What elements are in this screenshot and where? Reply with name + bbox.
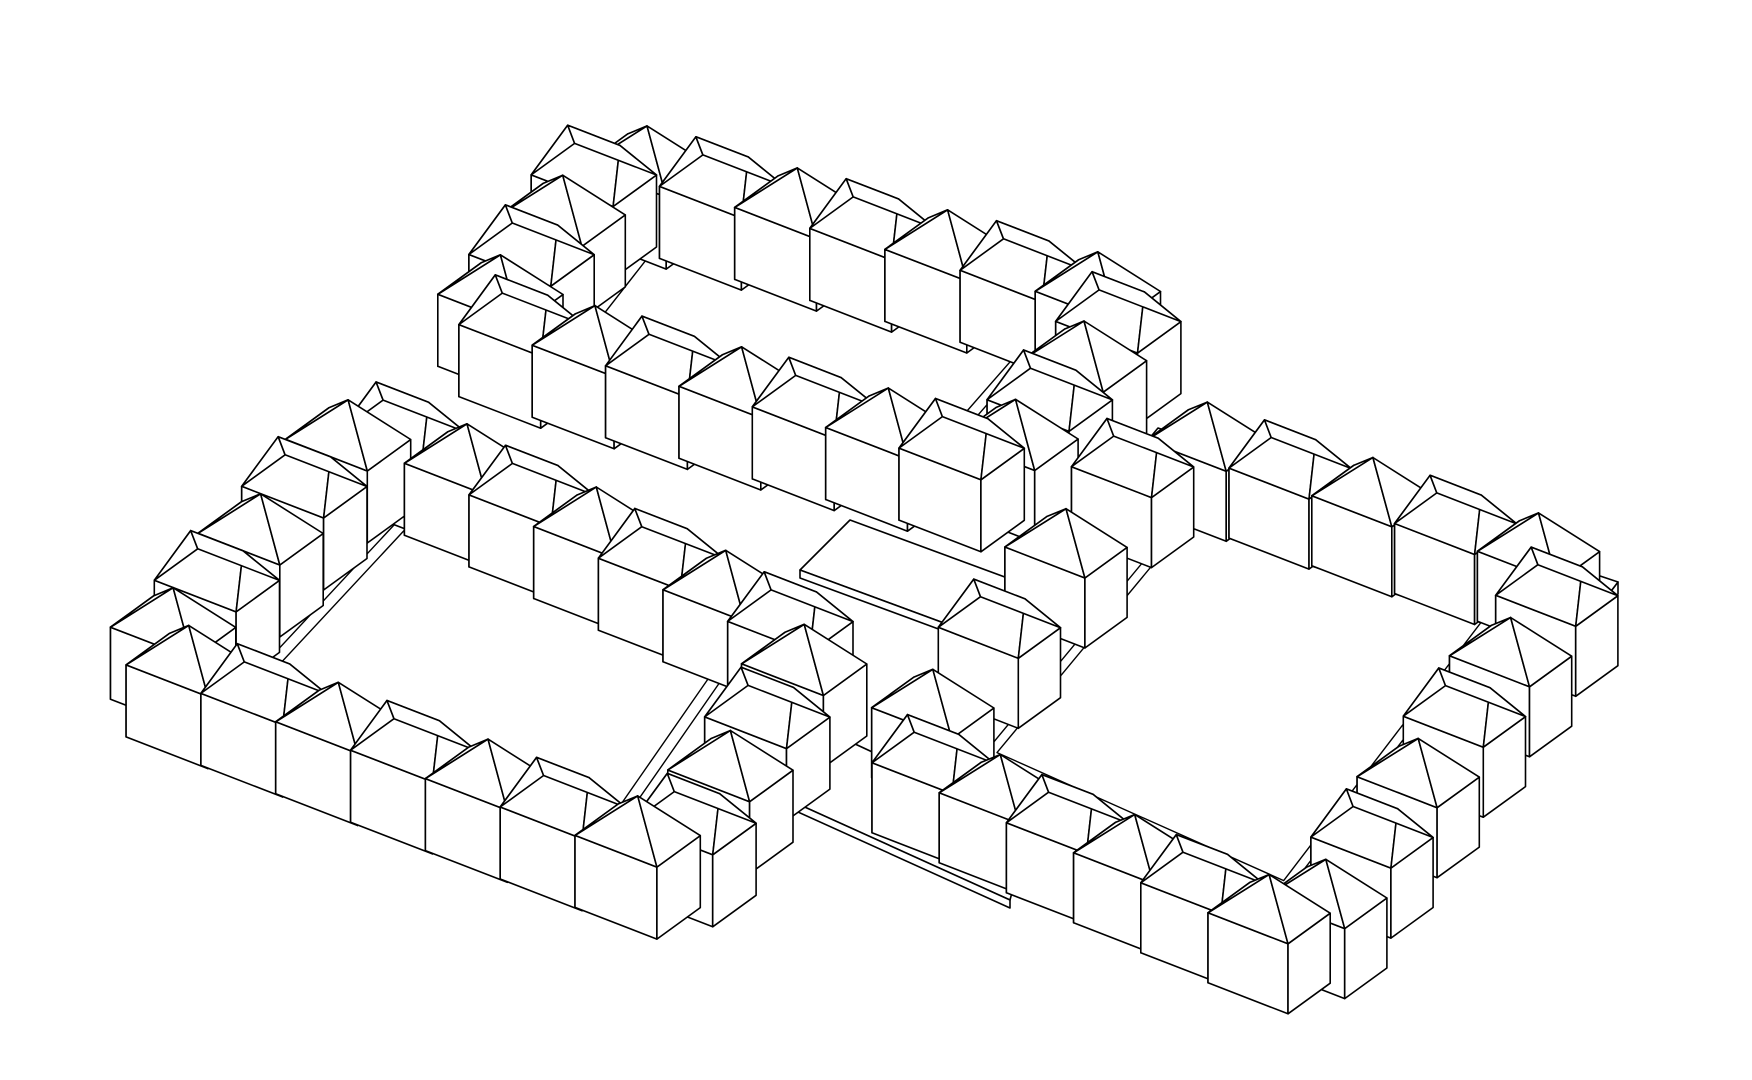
north-house-18-roof-back	[641, 315, 732, 367]
east-house-1-roof-left	[870, 668, 934, 709]
east-house-3-roof-left	[1004, 507, 1067, 548]
west-house-5-roof-right	[347, 398, 412, 472]
north-house-4-roof-back	[566, 124, 658, 176]
east-house-4-roof-back	[1106, 417, 1195, 468]
west-house-12-roof-back	[763, 570, 854, 623]
north-house-11-roof-left	[1034, 251, 1099, 293]
west-house-21-roof-left	[424, 738, 489, 780]
east-house-8-roof-back	[1429, 474, 1518, 525]
north-house-19-roof-left	[678, 345, 743, 388]
north-house-9-roof-left	[884, 209, 949, 251]
north-house-21	[824, 387, 952, 533]
west-house-3-roof-left	[197, 492, 262, 535]
west-house-5-roof-left	[284, 398, 349, 441]
east-house-10-roof-back	[1530, 546, 1619, 597]
west-house-7-roof-left	[403, 422, 468, 465]
west-house-2-roof-back	[189, 529, 281, 582]
west-house-1-roof-left	[109, 586, 174, 629]
east-house-11-roof-right	[1509, 616, 1573, 688]
east-house-1-roof-right	[931, 668, 995, 740]
west-house-23-roof-right	[636, 795, 702, 868]
east-house-7-roof-left	[1311, 456, 1374, 497]
west-house-17-roof-left	[125, 624, 190, 666]
north-house-8-roof-back	[845, 177, 936, 230]
north-house-1-roof-left	[436, 254, 502, 296]
north-house-2-roof-back	[504, 204, 596, 256]
north-house-7-roof-left	[733, 167, 799, 209]
east-house-5-roof-left	[1145, 401, 1209, 442]
north-house-22-roof-back	[934, 397, 1026, 450]
east-house-21	[1207, 873, 1331, 1015]
east-house-6-roof-back	[1263, 419, 1352, 470]
west-house-18-roof-back	[236, 642, 327, 695]
east-house-13-roof-right	[1417, 737, 1481, 809]
east-house-4	[1070, 417, 1195, 569]
east-house-2-roof-back	[972, 578, 1062, 629]
north-house-21-roof-left	[824, 387, 890, 429]
west-house-23-roof-left	[574, 795, 639, 837]
west-house-20-roof-back	[386, 699, 477, 752]
east-house-9-roof-left	[1476, 512, 1540, 553]
north-house-13-roof-right	[1083, 320, 1148, 394]
west-house-6-roof-back	[375, 381, 466, 433]
north-house-16-roof-back	[494, 274, 585, 326]
north-house-20-roof-back	[787, 356, 879, 408]
east-house-7	[1311, 456, 1435, 598]
west-house-15-roof-right	[729, 729, 794, 803]
west-house-10-roof-back	[633, 507, 725, 560]
north-house-13-roof-left	[1020, 320, 1085, 362]
west-house-22-roof-back	[535, 756, 627, 809]
north-house-15-roof-right	[1014, 398, 1079, 472]
north-house-6-roof-back	[695, 136, 786, 188]
east-house-13-roof-left	[1356, 737, 1419, 778]
east-house-11-roof-left	[1448, 616, 1512, 657]
east-house-18-roof-back	[1041, 773, 1130, 825]
north-house-3-roof-right	[561, 174, 627, 248]
north-house-3-roof-left	[499, 174, 564, 216]
east-house-15-roof-right	[1325, 858, 1388, 930]
north-house-17-roof-left	[531, 304, 596, 347]
west-house-16-roof-back	[666, 772, 757, 825]
west-house-11-roof-left	[662, 549, 727, 591]
west-house-3-roof-right	[259, 492, 325, 566]
north-house-10-roof-back	[995, 219, 1087, 272]
east-house-12-roof-back	[1438, 667, 1527, 718]
west-house-15-roof-left	[666, 729, 732, 771]
north-house-14-roof-back	[1022, 349, 1114, 401]
west-house-8-roof-back	[504, 444, 596, 496]
east-house-21-roof-left	[1207, 873, 1270, 914]
west-house-13-roof-right	[803, 623, 868, 697]
west-house-9-roof-left	[532, 486, 598, 528]
east-house-21-roof-right	[1268, 873, 1331, 945]
east-house-3	[1004, 507, 1128, 649]
east-house-17-roof-left	[938, 753, 1002, 794]
west-house-13-roof-left	[740, 623, 806, 665]
east-house-14-roof-back	[1345, 788, 1434, 839]
north-house-12-roof-back	[1091, 270, 1182, 323]
west-house-14-roof-back	[740, 666, 831, 718]
east-house-19-roof-left	[1072, 813, 1136, 854]
houses	[109, 124, 1619, 1015]
east-house-16-roof-back	[906, 713, 996, 765]
east-house-20-roof-back	[1175, 833, 1264, 885]
east-house-3-roof-right	[1065, 507, 1128, 579]
west-house-19-roof-left	[274, 681, 340, 723]
west-house-4-roof-back	[277, 435, 368, 488]
west-house-23	[574, 795, 702, 940]
north-house-22	[898, 397, 1026, 553]
